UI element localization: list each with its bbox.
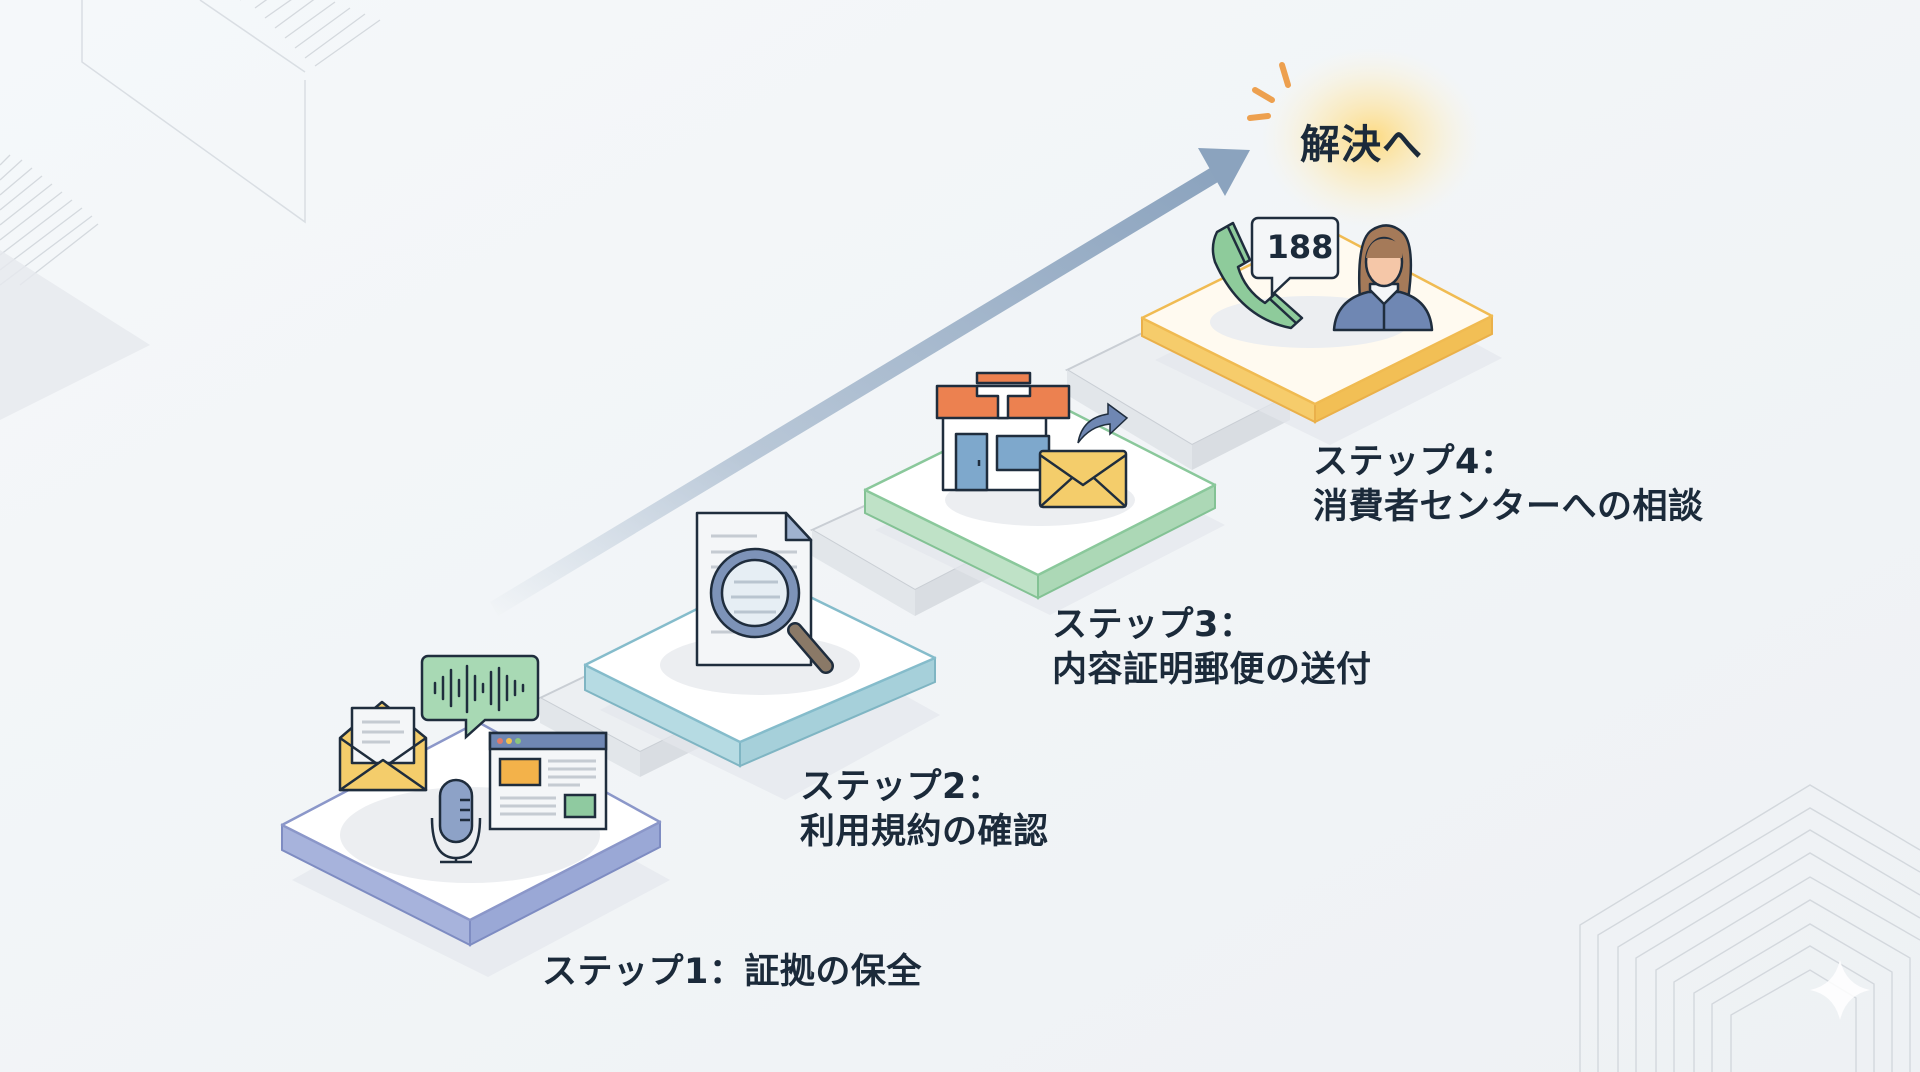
step-3-title: 内容証明郵便の送付 [1052,649,1372,690]
step-4-label: ステップ4：消費者センターへの相談 [1313,440,1704,530]
background-decoration [0,0,381,286]
step-2-label: ステップ2：利用規約の確認 [800,765,1049,855]
goal-label: 解決へ [1300,122,1423,168]
magnifier-icon [709,547,834,674]
hexagon-decoration [1579,784,1920,1072]
step-3-label: ステップ3：内容証明郵便の送付 [1052,603,1372,693]
background-triangle [0,250,150,420]
step-2-number: ステップ2： [800,767,1003,807]
step-1-label: ステップ1：証拠の保全 [542,950,922,995]
post-office-icon [935,371,1071,492]
phone-icon [1211,221,1304,330]
browser-window-icon [488,731,608,831]
speech-bubble-icon [1250,216,1340,298]
step-1-number: ステップ1： [542,952,745,992]
step-4-title: 消費者センターへの相談 [1313,486,1704,527]
sparkle-icon [1810,960,1870,1020]
microphone-icon [430,778,482,864]
envelope-icon [338,700,428,792]
step-1-title: 証拠の保全 [744,952,922,992]
step-3-number: ステップ3： [1052,605,1255,645]
send-arrow-icon [1077,402,1129,444]
step-2-title: 利用規約の確認 [800,811,1049,852]
arrow-head [1198,148,1250,196]
progress-arrow [490,148,1250,616]
voice-bubble-icon [420,654,540,740]
envelope-icon [1038,449,1128,509]
goal-glow [1262,48,1482,228]
spark-lines-icon [1247,62,1291,121]
step-4-number: ステップ4： [1313,442,1516,482]
operator-icon [1332,224,1434,332]
hotline-number: 188 [1266,228,1334,266]
